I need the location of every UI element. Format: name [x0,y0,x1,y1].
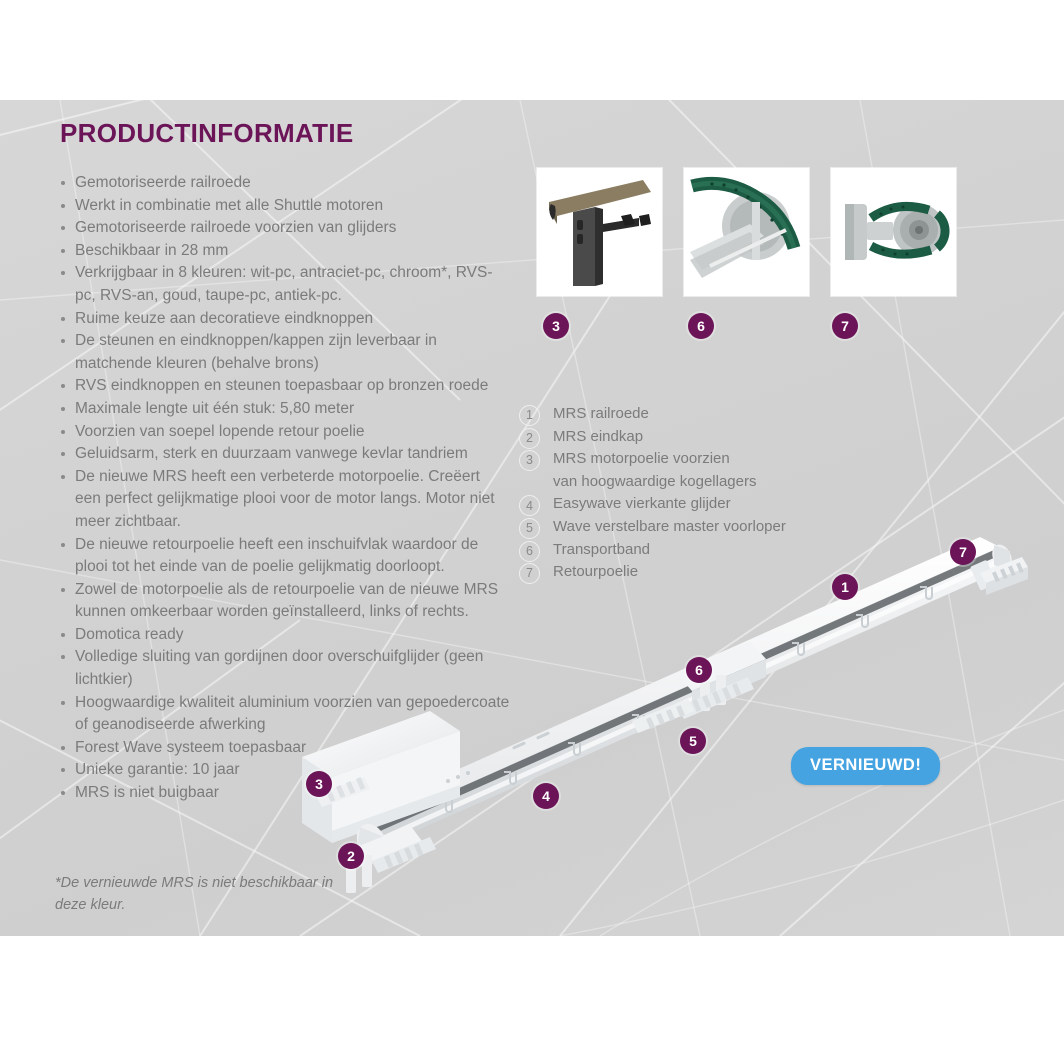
vernieuwd-badge: VERNIEUWD! [791,747,941,785]
callout-badge-4: 4 [533,783,559,809]
list-item: Ruime keuze aan decoratieve eindknoppen [60,308,510,331]
product-photo-6 [684,168,809,296]
list-item: MRS is niet buigbaar [60,782,510,805]
callout-badge-7: 7 [950,539,976,565]
list-item: Beschikbaar in 28 mm [60,240,510,263]
product-photo-7 [831,168,956,296]
legend-number-icon: 1 [519,405,540,426]
list-item: De nieuwe retourpoelie heeft een inschui… [60,534,510,579]
list-item: Gemotoriseerde railroede [60,172,510,195]
legend-number-icon: 6 [519,540,540,562]
legend-label: MRS railroede [553,405,649,422]
legend-label: MRS eindkap [553,427,644,445]
photo-bronze-rail-motor [543,174,656,290]
legend-label: Easywave vierkante glijder [553,495,731,513]
list-item: Hoogwaardige kwaliteit aluminium voorzie… [60,692,510,737]
list-item: Unieke garantie: 10 jaar [60,759,510,782]
callout-badge-2: 2 [338,843,364,869]
legend-number-icon: 7 [519,563,540,585]
feature-list: Gemotoriseerde railroede Werkt in combin… [60,172,510,805]
list-item: Voorzien van soepel lopende retour poeli… [60,421,510,444]
page-title: PRODUCTINFORMATIE [60,118,354,148]
photo-return-pulley [837,174,950,290]
legend-item-2: 2 MRS eindkap [519,426,849,449]
legend-item-7: 7 Retourpoelie [519,561,849,585]
list-item: Maximale lengte uit één stuk: 5,80 meter [60,398,510,421]
photo-transport-belt [690,174,803,290]
legend-item-6: 6 Transportband [519,539,849,562]
photo-badge-7: 7 [832,313,858,339]
list-item: De steunen en eindknoppen/kappen zijn le… [60,330,510,375]
list-item: RVS eindknoppen en steunen toepasbaar op… [60,375,510,398]
legend-number-icon: 3 [519,450,540,472]
mrs-rail-render [302,537,1028,893]
list-item: Verkrijgbaar in 8 kleuren: wit-pc, antra… [60,262,510,307]
legend-item-5: 5 Wave verstelbare master voorloper [519,516,849,539]
footnote: *De vernieuwde MRS is niet beschikbaar i… [55,875,334,913]
legend-label: Retourpoelie [553,563,639,581]
background-pattern [0,100,1064,936]
legend-label-continued: van hoogwaardige kogellagers [553,472,757,490]
legend-number-icon: 4 [519,495,540,517]
photo-badge-6: 6 [688,313,714,339]
legend-label: Transportband [553,540,651,558]
callout-badge-5: 5 [680,728,706,754]
callout-badge-6: 6 [686,657,712,683]
photo-badge-3: 3 [543,313,569,339]
list-item: Geluidsarm, sterk en duurzaam vanwege ke… [60,443,510,466]
list-item: De nieuwe MRS heeft een verbeterde motor… [60,466,510,534]
legend-number-icon: 2 [519,427,540,449]
legend-item-1: 1 MRS railroede [519,403,849,426]
callout-badge-3: 3 [306,771,332,797]
list-item: Forest Wave systeem toepasbaar [60,737,510,760]
legend-number-icon: 5 [519,517,540,539]
list-item: Gemotoriseerde railroede voorzien van gl… [60,217,510,240]
callout-badge-1: 1 [832,574,858,600]
legend-item-4: 4 Easywave vierkante glijder [519,493,849,517]
legend-label: Wave verstelbare master voorloper [553,517,786,535]
list-item: Werkt in combinatie met alle Shuttle mot… [60,195,510,218]
list-item: Zowel de motorpoelie als de retourpoelie… [60,579,510,624]
product-illustration [280,495,1064,940]
product-photo-3 [537,168,662,296]
list-item: Domotica ready [60,624,510,647]
list-item: Volledige sluiting van gordijnen door ov… [60,646,510,691]
legend-item-3: 3 MRS motorpoelie voorzien [519,448,849,472]
legend-label: MRS motorpoelie voorzien [553,450,730,468]
parts-legend: 1 MRS railroede 2 MRS eindkap 3 MRS moto… [519,403,849,585]
